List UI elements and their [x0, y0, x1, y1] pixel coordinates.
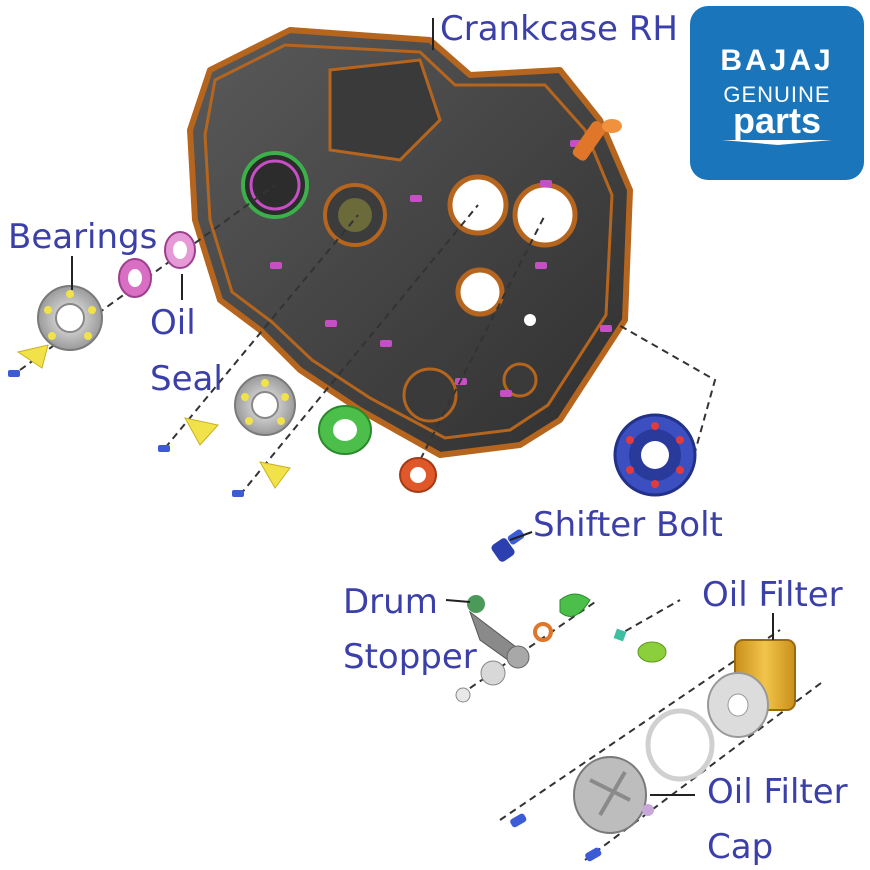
logo-swoosh-icon — [722, 140, 832, 145]
screw-2 — [158, 445, 170, 452]
cap-screw-1 — [510, 813, 527, 828]
retainer-plate-2 — [184, 417, 219, 446]
label-drum-stopper-line1: Drum — [343, 582, 438, 622]
bearing-blue-large — [613, 413, 697, 497]
label-oil-filter-cap-line2: Cap — [707, 827, 774, 867]
o-ring — [645, 708, 715, 782]
label-oil-seal-line1: Oil — [150, 303, 196, 343]
leader-lines — [71, 18, 774, 796]
bearing-left-top — [37, 285, 103, 351]
cap-screw-2 — [585, 847, 602, 862]
bajaj-genuine-parts-logo: BAJAJ GENUINE parts — [690, 6, 864, 180]
bearing-left-middle — [234, 374, 296, 436]
retainer-plate-1 — [16, 344, 49, 369]
oil-filter-part — [707, 639, 796, 738]
oil-filter-cap-part — [573, 756, 654, 834]
logo-parts: parts — [732, 100, 822, 141]
logo-genuine: GENUINE — [723, 82, 831, 107]
shifter-bolt-part — [491, 529, 525, 562]
label-crankcase-rh: Crankcase RH — [440, 9, 678, 49]
oil-seal-pink-2 — [164, 231, 196, 269]
label-oil-seal-line2: Seal — [150, 359, 223, 399]
screw-1 — [8, 370, 20, 377]
label-drum-stopper-line2: Stopper — [343, 637, 477, 677]
bearing-green — [318, 405, 372, 455]
drum-stopper-parts — [455, 593, 667, 703]
retainer-plate-3 — [259, 461, 291, 489]
label-oil-filter: Oil Filter — [702, 575, 843, 615]
screw-3 — [232, 490, 244, 497]
bushing-orange — [399, 457, 437, 493]
oil-seal-pink-1 — [118, 258, 152, 298]
label-shifter-bolt: Shifter Bolt — [533, 505, 723, 545]
logo-brand: BAJAJ — [720, 44, 834, 77]
label-oil-filter-cap-line1: Oil Filter — [707, 772, 848, 812]
crankcase-rh-illustration — [187, 27, 633, 458]
label-bearings: Bearings — [8, 217, 158, 257]
